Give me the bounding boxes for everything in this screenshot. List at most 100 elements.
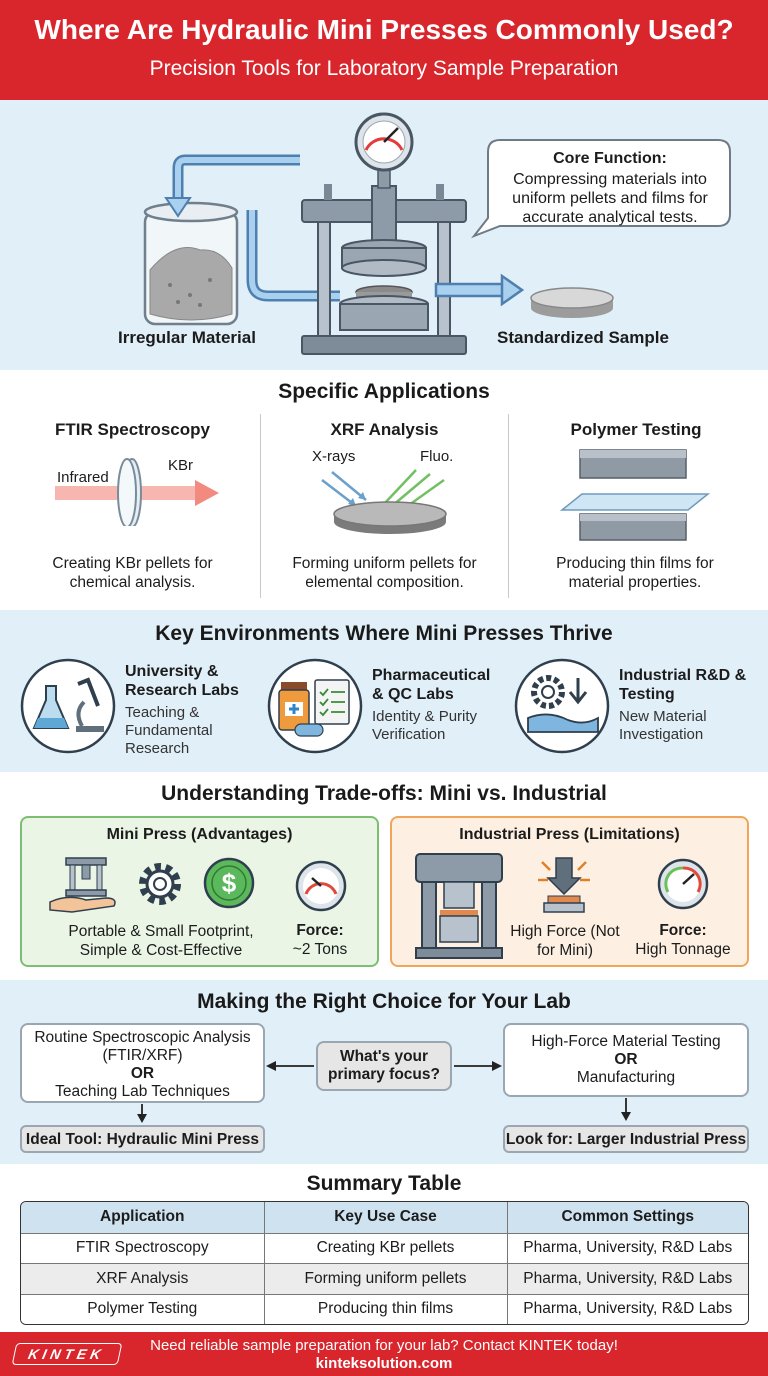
callout-title: Core Function: — [553, 150, 667, 167]
footer-banner: KINTEK Need reliable sample preparation … — [0, 1332, 768, 1376]
table-cell: FTIR Spectroscopy — [21, 1233, 265, 1265]
table-row: FTIR Spectroscopy Creating KBr pellets P… — [21, 1233, 748, 1265]
choice-left-line2: (FTIR/XRF) — [102, 1047, 183, 1064]
mini-press-title: Mini Press (Advantages) — [106, 826, 293, 843]
table-cell: Pharma, University, R&D Labs — [507, 1263, 748, 1295]
env-title-industrial: Industrial R&D & Testing — [619, 667, 747, 703]
choice-arrows — [137, 1061, 631, 1123]
summary-heading: Summary Table — [306, 1172, 462, 1195]
fluo-label: Fluo. — [420, 448, 454, 465]
right-result: Look for: Larger Industrial Press — [505, 1131, 747, 1148]
kbr-label: KBr — [168, 457, 194, 474]
app-desc-xrf: Forming uniform pellets for elemental co… — [292, 555, 477, 591]
choice-right-box: High-Force Material Testing OR Manufactu… — [503, 1023, 749, 1097]
page-subtitle: Precision Tools for Laboratory Sample Pr… — [149, 57, 619, 80]
kintek-logo-text: KINTEK — [26, 1346, 107, 1362]
footer-url[interactable]: kinteksolution.com — [315, 1355, 453, 1372]
table-cell: Polymer Testing — [21, 1294, 265, 1324]
column-header: Application — [21, 1202, 265, 1234]
summary-table-wrap: Application Key Use Case Common Settings… — [20, 1201, 749, 1325]
env-desc-pharma: Identity & Purity Verification — [372, 708, 478, 743]
industrial-press-text: High Force (Not for Mini) — [510, 923, 620, 959]
table-cell: Pharma, University, R&D Labs — [507, 1233, 748, 1265]
applications-heading: Specific Applications — [278, 380, 490, 403]
choice-right-line1: High-Force Material Testing — [531, 1033, 721, 1050]
footer-cta: Need reliable sample preparation for you… — [150, 1337, 618, 1354]
industrial-press-icon — [415, 853, 503, 959]
env-desc-university: Teaching & Fundamental Research — [125, 704, 213, 757]
hero-section: Core Function: Compressing materials int… — [0, 100, 768, 370]
app-title-polymer: Polymer Testing — [570, 420, 702, 439]
column-header: Key Use Case — [264, 1202, 508, 1234]
table-header-row: Application Key Use Case Common Settings — [21, 1202, 748, 1234]
choice-right-line2: Manufacturing — [576, 1069, 676, 1086]
environments-heading: Key Environments Where Mini Presses Thri… — [155, 622, 613, 645]
table-row: Polymer Testing Producing thin films Pha… — [21, 1294, 748, 1324]
standardized-sample-label: Standardized Sample — [497, 328, 669, 347]
env-title-university: University & Research Labs — [125, 663, 239, 699]
dollar-icon: $ — [203, 857, 255, 909]
env-title-pharma: Pharmaceutical & QC Labs — [372, 667, 491, 703]
sample-disc-icon — [530, 287, 614, 318]
industrial-press-panel: Industrial Press (Limitations) Hi — [390, 816, 749, 967]
lab-flask-microscope-icon — [20, 658, 116, 754]
table-row: XRF Analysis Forming uniform pellets Pha… — [21, 1263, 748, 1295]
gear-icon — [139, 863, 181, 905]
app-title-ftir: FTIR Spectroscopy — [55, 420, 210, 439]
tradeoffs-section: Understanding Trade-offs: Mini vs. Indus… — [0, 772, 768, 980]
table-cell: XRF Analysis — [21, 1263, 265, 1295]
choice-left-or: OR — [130, 1065, 155, 1082]
industrial-force-label: Force: — [659, 922, 707, 939]
mini-force-value: ~2 Tons — [292, 941, 348, 958]
infrared-beam-icon — [55, 458, 219, 526]
hero-illustration — [143, 112, 731, 355]
callout-text: Compressing materials into uniform pelle… — [512, 171, 708, 226]
choice-center-box: What's your primary focus? — [316, 1041, 452, 1091]
mini-press-text: Portable & Small Footprint, Simple & Cos… — [68, 923, 254, 959]
mini-press-panel: Mini Press (Advantages) $ Portable & Sma… — [20, 816, 379, 967]
hand-press-icon — [49, 857, 116, 913]
header-banner: Where Are Hydraulic Mini Presses Commonl… — [0, 0, 768, 100]
app-desc-polymer: Producing thin films for material proper… — [556, 555, 714, 591]
mini-force-label: Force: — [296, 922, 344, 939]
choice-heading: Making the Right Choice for Your Lab — [197, 990, 571, 1013]
gear-press-icon — [514, 658, 610, 754]
env-desc-industrial: New Material Investigation — [619, 708, 707, 743]
xrays-label: X-rays — [312, 448, 356, 465]
app-title-xrf: XRF Analysis — [330, 420, 439, 439]
left-result: Ideal Tool: Hydraulic Mini Press — [25, 1131, 260, 1148]
choice-right-or: OR — [614, 1051, 638, 1068]
industrial-press-title: Industrial Press (Limitations) — [459, 826, 680, 843]
choice-section: Making the Right Choice for Your Lab Rou… — [0, 980, 768, 1164]
material-jar-icon — [143, 201, 239, 326]
right-result-box: Look for: Larger Industrial Press — [503, 1125, 749, 1153]
gauge-icon — [295, 860, 347, 912]
pill-bottle-clipboard-icon — [267, 658, 363, 754]
app-desc-ftir: Creating KBr pellets for chemical analys… — [52, 555, 213, 591]
applications-section: Specific Applications FTIR Spectroscopy … — [0, 370, 768, 610]
kintek-logo[interactable]: KINTEK — [11, 1343, 123, 1365]
choice-left-line3: Teaching Lab Techniques — [55, 1083, 230, 1100]
choice-question: What's your primary focus? — [328, 1048, 440, 1083]
infrared-label: Infrared — [57, 469, 109, 486]
high-force-icon — [538, 857, 590, 913]
svg-text:$: $ — [222, 868, 237, 898]
hydraulic-press-icon — [301, 112, 467, 355]
table-cell: Producing thin films — [264, 1294, 508, 1324]
environments-section: Key Environments Where Mini Presses Thri… — [0, 610, 768, 772]
left-result-box: Ideal Tool: Hydraulic Mini Press — [20, 1125, 265, 1153]
table-cell: Pharma, University, R&D Labs — [523, 1300, 733, 1318]
divider — [260, 414, 261, 598]
divider — [508, 414, 509, 598]
film-press-icon — [560, 449, 710, 541]
xrf-pellet-icon — [321, 469, 447, 534]
gauge-icon — [657, 858, 709, 910]
irregular-material-label: Irregular Material — [118, 328, 256, 347]
choice-left-box: Routine Spectroscopic Analysis (FTIR/XRF… — [20, 1023, 265, 1103]
tradeoffs-heading: Understanding Trade-offs: Mini vs. Indus… — [161, 782, 607, 805]
table-cell: Creating KBr pellets — [264, 1233, 508, 1265]
summary-section: Summary Table Application Key Use Case C… — [0, 1164, 768, 1332]
table-cell: Forming uniform pellets — [264, 1263, 508, 1295]
column-header: Common Settings — [507, 1202, 748, 1234]
choice-left-line1: Routine Spectroscopic Analysis — [34, 1029, 251, 1046]
